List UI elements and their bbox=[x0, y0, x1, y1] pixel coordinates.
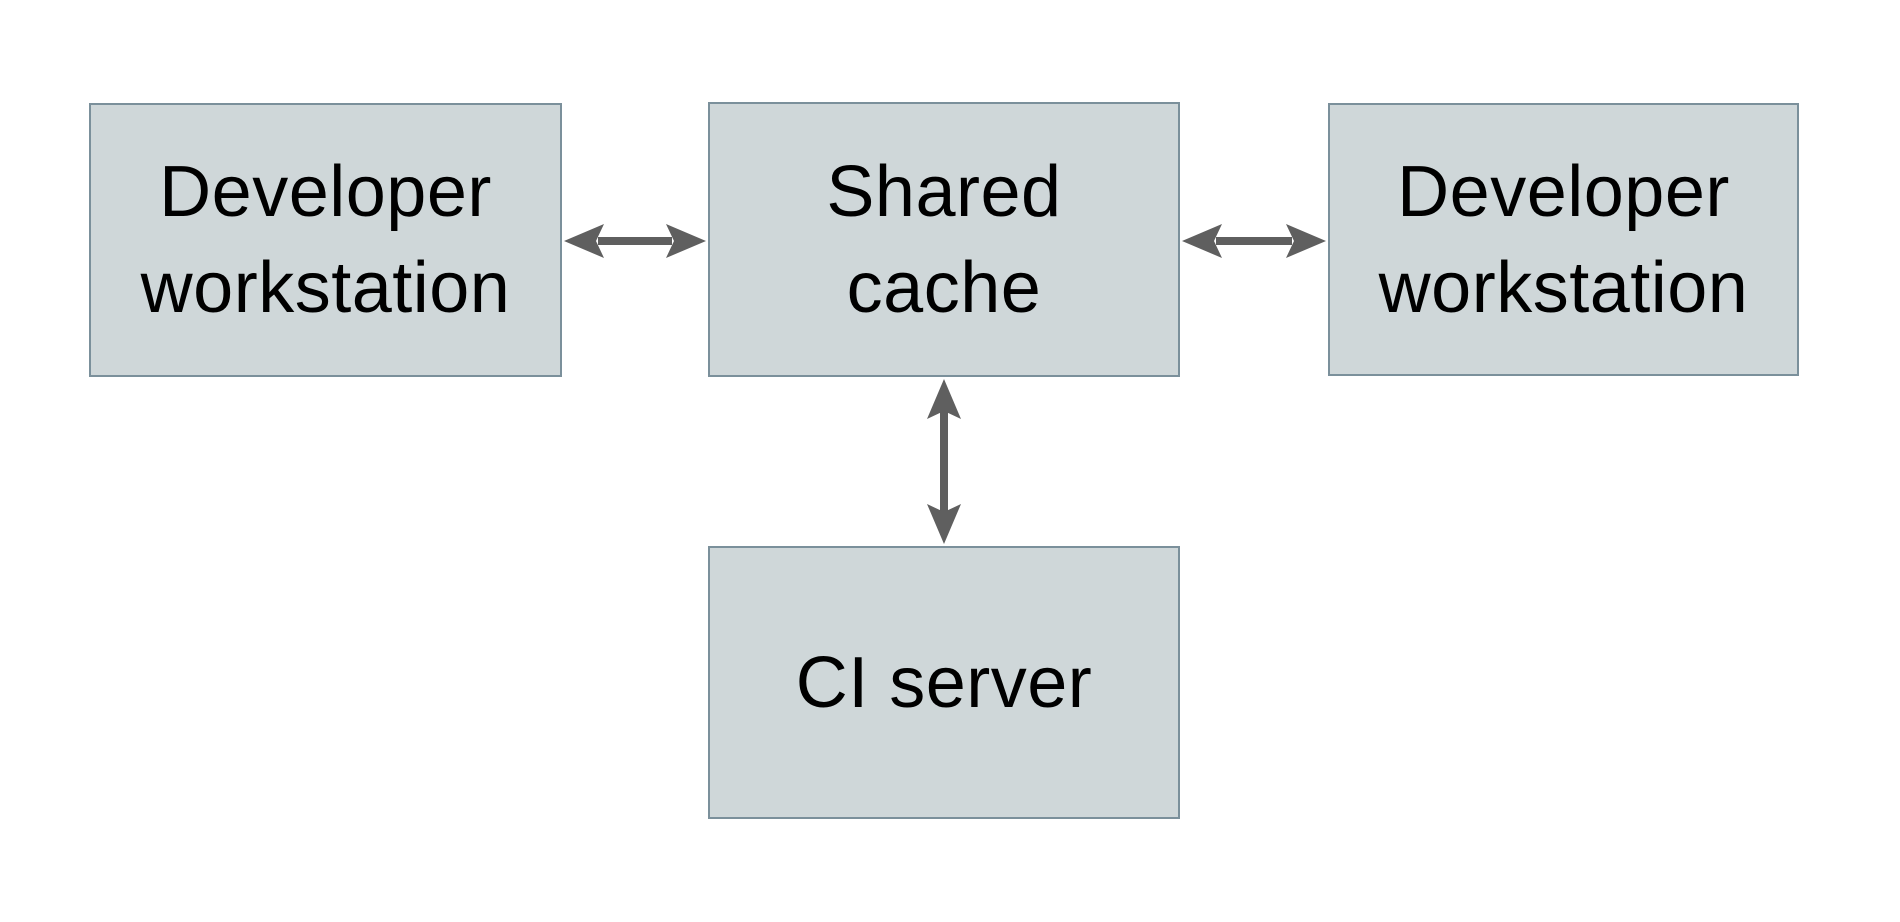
node-label-line: workstation bbox=[1378, 247, 1749, 328]
node-label-line: workstation bbox=[140, 248, 511, 328]
node-ci-server: CI server bbox=[708, 546, 1180, 819]
node-developer-workstation-left: Developer workstation bbox=[89, 103, 562, 377]
node-label-line: Developer bbox=[1397, 151, 1730, 232]
bidirectional-arrow-icon bbox=[927, 379, 961, 544]
node-developer-workstation-right: Developer workstation bbox=[1328, 103, 1799, 376]
node-label-line: CI server bbox=[795, 642, 1093, 723]
node-label-line: Developer bbox=[159, 152, 492, 232]
bidirectional-arrow-icon bbox=[564, 224, 706, 258]
node-label-line: cache bbox=[846, 247, 1042, 328]
bidirectional-arrow-icon bbox=[1182, 224, 1326, 258]
node-shared-cache: Shared cache bbox=[708, 102, 1180, 377]
node-label-line: Shared bbox=[826, 151, 1062, 232]
